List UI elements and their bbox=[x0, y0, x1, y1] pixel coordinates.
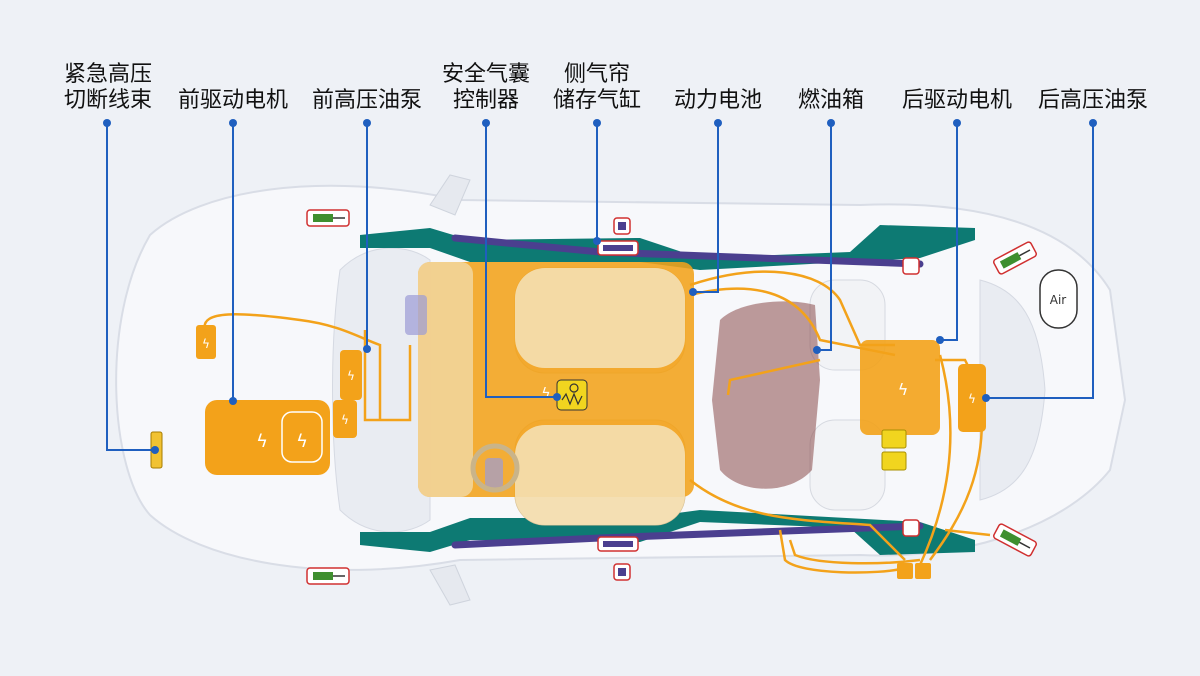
curtain-cylinder-small-3 bbox=[902, 257, 920, 275]
front-left-seat-overlay bbox=[515, 268, 685, 368]
left-mirror bbox=[429, 174, 471, 216]
bolt-icon: ϟ bbox=[541, 386, 550, 402]
orange-wiring bbox=[203, 270, 991, 574]
rear-window bbox=[979, 279, 1046, 501]
front-drive-motor bbox=[205, 400, 330, 475]
curtain-cylinder-small-2-inner bbox=[618, 568, 626, 576]
curtain-cylinder-small-4 bbox=[902, 519, 920, 537]
front-hv-pump bbox=[340, 350, 362, 400]
label-hv-cutoff: 紧急高压 切断线束 bbox=[63, 62, 152, 113]
screen-left bbox=[405, 295, 427, 335]
front-hv-pump-2 bbox=[333, 400, 357, 438]
curtain-cylinder-small-1-inner bbox=[618, 222, 626, 230]
bolt-icon: ϟ bbox=[341, 413, 349, 427]
bolt-icon: ϟ bbox=[898, 380, 909, 399]
bolt-icon: ϟ bbox=[968, 392, 976, 406]
label-front-pump: 前高压油泵 bbox=[311, 88, 422, 113]
front-module bbox=[196, 325, 216, 359]
airbag-spring bbox=[561, 392, 583, 406]
label-airbag-controller: 安全气囊 控制器 bbox=[441, 62, 530, 113]
leader-lines bbox=[106, 123, 1094, 451]
yellow-fuse-2 bbox=[881, 451, 907, 471]
yellow-fuse-1 bbox=[881, 429, 907, 449]
screen-right bbox=[485, 458, 503, 488]
right-mirror bbox=[429, 564, 471, 606]
label-curtain-cylinder: 侧气帘 储存气缸 bbox=[552, 62, 641, 113]
air-badge bbox=[1039, 269, 1078, 329]
gas-strut-rear-bottom bbox=[993, 523, 1037, 557]
front-right-seat-overlay bbox=[515, 425, 685, 525]
gas-strut-front-top bbox=[306, 209, 350, 227]
gas-strut-front-bottom bbox=[306, 567, 350, 585]
bolt-icon: ϟ bbox=[347, 369, 355, 383]
bolt-icon: ϟ bbox=[256, 431, 268, 452]
airbag-dot bbox=[569, 383, 579, 393]
curtain-cylinder-top-inner bbox=[603, 245, 633, 251]
bolt-icon: ϟ bbox=[296, 431, 308, 452]
label-front-motor: 前驱动电机 bbox=[177, 88, 288, 113]
small-module-2 bbox=[915, 563, 931, 579]
air-badge-label: Air bbox=[1050, 293, 1067, 307]
fuel-tank bbox=[712, 301, 820, 489]
rear-drive-motor bbox=[860, 340, 940, 435]
label-rear-pump: 后高压油泵 bbox=[1037, 88, 1148, 113]
rear-hv-pump bbox=[958, 364, 986, 432]
bolt-icon: ϟ bbox=[202, 337, 210, 351]
dashboard-overlay bbox=[418, 262, 473, 497]
label-rear-motor: 后驱动电机 bbox=[901, 88, 1012, 113]
steering-wheel bbox=[470, 443, 520, 493]
label-fuel-tank: 燃油箱 bbox=[797, 88, 864, 113]
curtain-cylinder-bottom-inner bbox=[603, 541, 633, 547]
small-module-1 bbox=[897, 563, 913, 579]
label-power-battery: 动力电池 bbox=[673, 88, 762, 113]
gas-strut-rear-top bbox=[993, 241, 1037, 275]
front-motor-inner bbox=[281, 411, 323, 463]
leader-dots bbox=[103, 119, 1097, 454]
